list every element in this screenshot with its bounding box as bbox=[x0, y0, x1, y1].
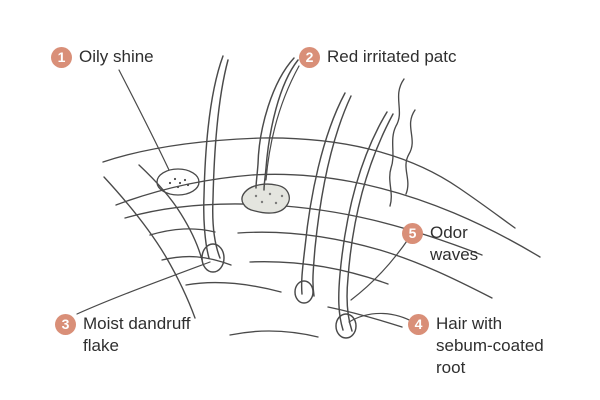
label-text: Oily shine bbox=[79, 47, 154, 66]
leader-lines bbox=[76, 65, 416, 324]
label-odor-waves: 5 Odor waves bbox=[402, 222, 478, 266]
number-badge: 4 bbox=[408, 314, 429, 335]
label-text: Hair with sebum-coated root bbox=[436, 314, 544, 377]
label-text: Moist dandruff flake bbox=[83, 314, 191, 355]
oily-shine-area bbox=[156, 168, 200, 196]
label-text: Odor waves bbox=[430, 223, 479, 264]
irritated-patch bbox=[241, 183, 290, 214]
label-moist-dandruff-flake: 3 Moist dandruff flake bbox=[55, 313, 190, 357]
number-badge: 3 bbox=[55, 314, 76, 335]
label-hair-with-sebum-coated-root: 4 Hair with sebum-coated root bbox=[408, 313, 544, 379]
label-red-irritated-patc: 2 Red irritated patc bbox=[299, 46, 456, 68]
label-text: Red irritated patc bbox=[327, 47, 457, 66]
odor-waves bbox=[389, 78, 416, 207]
number-badge: 5 bbox=[402, 223, 423, 244]
hair-roots bbox=[201, 243, 357, 339]
label-oily-shine: 1 Oily shine bbox=[51, 46, 154, 68]
number-badge: 2 bbox=[299, 47, 320, 68]
number-badge: 1 bbox=[51, 47, 72, 68]
hair-strands bbox=[203, 55, 394, 332]
